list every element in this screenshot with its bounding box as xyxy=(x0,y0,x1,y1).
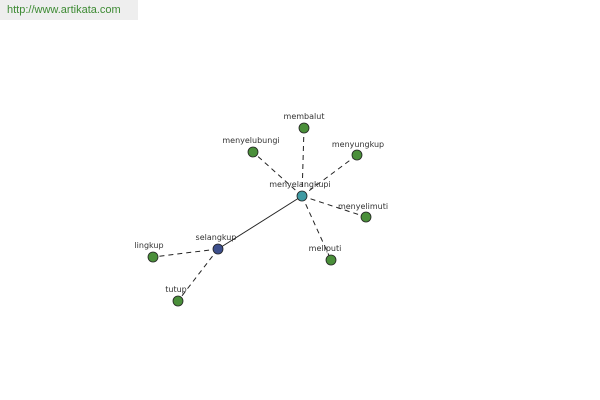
node-menyungkup[interactable]: menyungkup xyxy=(332,140,384,161)
node-lingkup-label[interactable]: lingkup xyxy=(134,241,163,250)
node-menyelubungi-label[interactable]: menyelubungi xyxy=(222,136,279,145)
edge-root-lingkup xyxy=(152,248,219,258)
node-menyelimuti[interactable]: menyelimuti xyxy=(338,202,388,223)
node-tutup[interactable]: tutup xyxy=(165,285,187,307)
node-membalut-label[interactable]: membalut xyxy=(284,112,325,121)
edge-center-menyelimuti xyxy=(301,195,367,218)
node-membalut-dot[interactable] xyxy=(298,122,310,134)
node-center-label[interactable]: menyelangkupi xyxy=(269,180,330,189)
node-meliputi-dot[interactable] xyxy=(325,254,337,266)
node-tutup-dot[interactable] xyxy=(172,295,184,307)
node-lingkup[interactable]: lingkup xyxy=(134,241,164,263)
edge-center-membalut xyxy=(301,127,305,197)
node-menyelubungi[interactable]: menyelubungi xyxy=(222,136,280,158)
edge-root-tutup xyxy=(177,248,219,302)
edge-center-menyelubungi xyxy=(252,151,303,197)
node-menyungkup-label[interactable]: menyungkup xyxy=(332,140,384,149)
node-root-dot[interactable] xyxy=(212,243,224,255)
edge-root-center xyxy=(217,195,303,250)
site-url-link[interactable]: http://www.artikata.com xyxy=(0,0,138,20)
edge-center-meliputi xyxy=(301,195,332,261)
node-center-dot[interactable] xyxy=(296,190,308,202)
node-lingkup-dot[interactable] xyxy=(147,251,159,263)
node-meliputi-label[interactable]: meliputi xyxy=(309,244,342,253)
node-membalut[interactable]: membalut xyxy=(284,112,325,134)
node-menyelimuti-label[interactable]: menyelimuti xyxy=(338,202,388,211)
node-meliputi[interactable]: meliputi xyxy=(309,244,342,266)
node-center[interactable]: menyelangkupi xyxy=(269,180,331,202)
node-root[interactable]: selangkup xyxy=(196,233,237,255)
node-tutup-label[interactable]: tutup xyxy=(165,285,187,294)
node-menyungkup-dot[interactable] xyxy=(351,149,363,161)
node-menyelimuti-dot[interactable] xyxy=(360,211,372,223)
edge-center-menyungkup xyxy=(301,154,358,197)
node-root-label[interactable]: selangkup xyxy=(196,233,237,242)
node-menyelubungi-dot[interactable] xyxy=(247,146,259,158)
